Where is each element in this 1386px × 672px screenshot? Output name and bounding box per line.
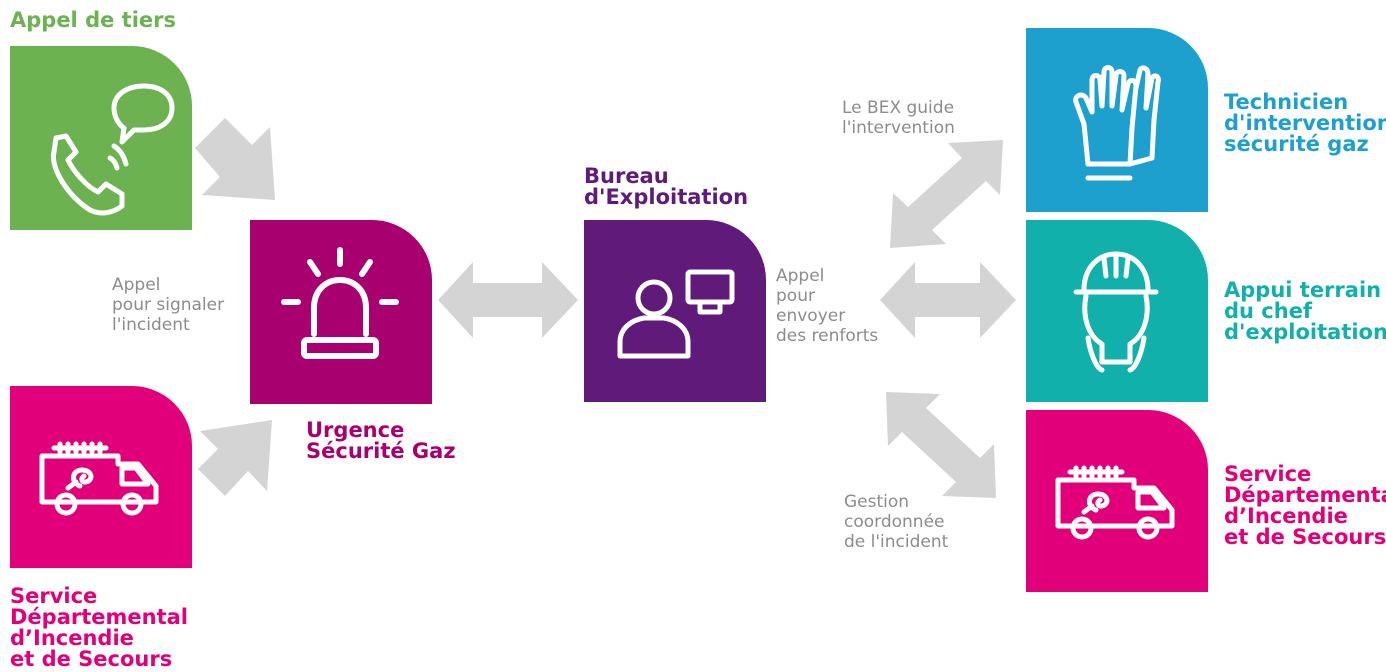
appui-tile <box>1026 220 1208 402</box>
gloves-icon <box>1073 65 1161 181</box>
arrow-bureau-appui <box>880 262 1016 338</box>
siren-icon <box>281 247 399 359</box>
technicien-tile <box>1026 28 1208 212</box>
sdis-right-tile <box>1026 410 1208 592</box>
sdis-left-tile <box>10 386 192 568</box>
operator-computer-icon <box>617 269 735 359</box>
fire-truck-icon <box>1055 465 1175 540</box>
urgence-title: Urgence Sécurité Gaz <box>306 418 456 463</box>
arrow-bureau-technicien <box>890 140 1003 248</box>
note-gestion: Gestion coordonnée de l'incident <box>844 492 949 552</box>
helmet-person-icon <box>1073 251 1159 373</box>
phone-chat-icon <box>50 83 175 216</box>
fire-truck-icon <box>39 441 159 516</box>
note-appel-signaler: Appel pour signaler l'incident <box>112 275 225 335</box>
sdis-left-title: Service Départemental d’Incendie et de S… <box>10 584 188 671</box>
bureau-tile <box>584 220 766 402</box>
urgence-tile <box>250 220 432 404</box>
arrow-appel-to-urgence <box>195 118 275 200</box>
note-appel-renforts: Appel pour envoyer des renforts <box>776 266 879 346</box>
arrow-sdis-to-urgence <box>198 420 272 496</box>
arrow-bureau-sdis <box>886 392 996 498</box>
arrow-urgence-bureau <box>438 262 578 338</box>
appel-tiers-tile <box>10 46 192 230</box>
appui-title: Appui terrain du chef d'exploitation <box>1224 278 1386 344</box>
bureau-title: Bureau d'Exploitation <box>584 164 749 209</box>
appel-tiers-title: Appel de tiers <box>10 8 176 32</box>
technicien-title: Technicien d'intervention sécurité gaz <box>1224 90 1386 156</box>
note-bex-guide: Le BEX guide l'intervention <box>842 98 955 138</box>
sdis-right-title: Service Départemental d’Incendie et de S… <box>1224 462 1386 549</box>
